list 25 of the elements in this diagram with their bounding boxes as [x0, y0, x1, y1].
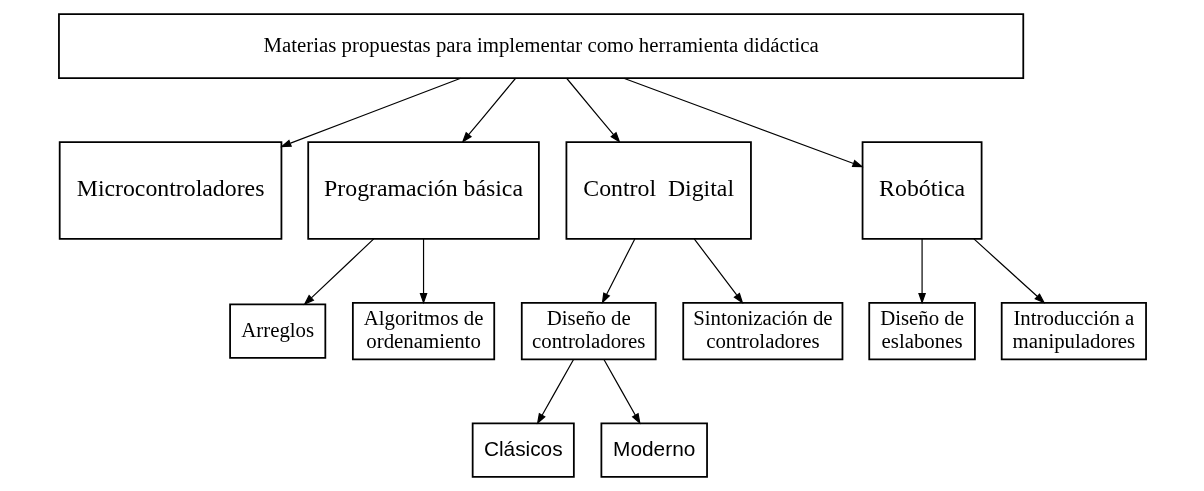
- node-box: Introducción a manipuladores: [1000, 301, 1147, 361]
- arrow: [565, 77, 620, 144]
- node-box: Microcontroladores: [58, 141, 282, 240]
- node-box: Materias propuestas para implementar como herramienta didáctica: [57, 13, 1024, 79]
- arrow: [419, 238, 427, 305]
- node-box: Sintonización de controladores: [681, 301, 843, 361]
- node-box: Arreglos: [228, 303, 326, 359]
- node-box: Clásicos: [471, 422, 575, 478]
- arrow: [972, 238, 1045, 304]
- node-box: Robótica: [861, 141, 982, 240]
- arrow: [461, 77, 516, 144]
- node-box: Diseño de eslabones: [867, 301, 976, 361]
- arrow: [917, 238, 926, 305]
- node-box: Algoritmos de ordenamiento: [351, 301, 495, 361]
- node-box: Control Digital: [565, 141, 752, 240]
- arrow: [601, 238, 635, 305]
- arrow: [279, 77, 461, 148]
- arrow: [302, 238, 374, 306]
- node-box: Programación básica: [306, 141, 540, 240]
- arrow: [622, 77, 864, 168]
- arrow: [693, 238, 743, 304]
- node-box: Diseño de controladores: [520, 301, 657, 361]
- arrow: [602, 358, 641, 425]
- arrow: [536, 358, 574, 425]
- node-box: Moderno: [600, 422, 708, 478]
